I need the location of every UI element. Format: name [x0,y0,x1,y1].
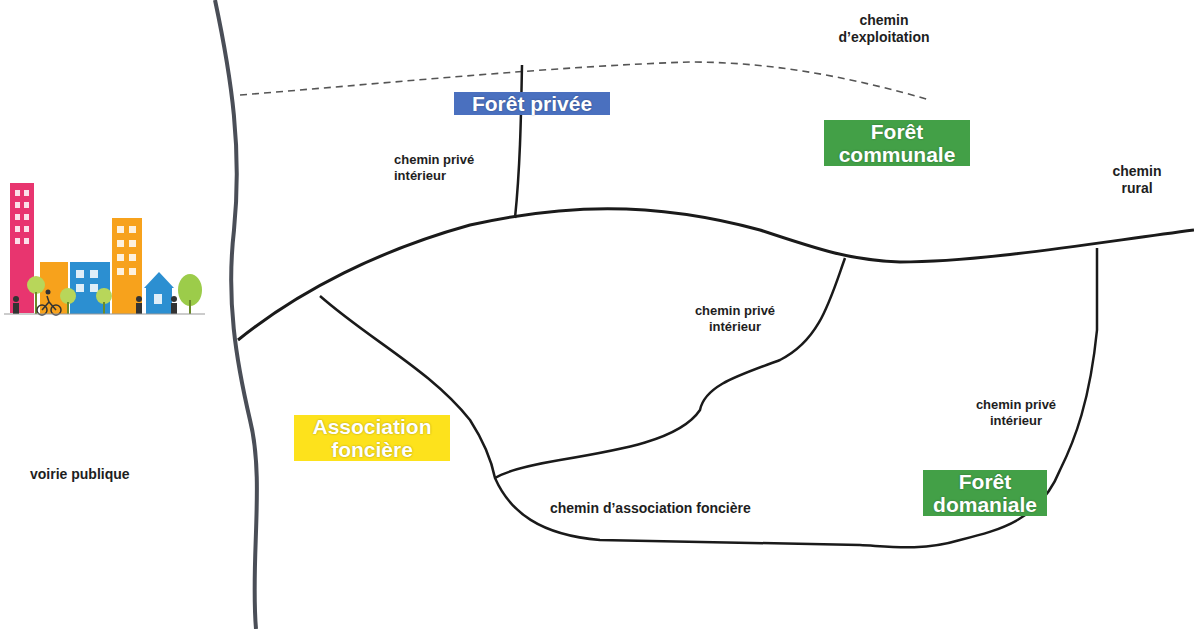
region-name: Forêt communale [824,120,970,166]
region-name: Association foncière [294,415,450,461]
path-label: chemin d’association foncière [548,500,753,517]
path-label: voirie publique [28,466,132,483]
city-illustration [4,183,205,315]
map-region: Forêt domaniale [812,315,1172,629]
path-label: chemin privé intérieur [392,152,496,183]
path-label: chemin rural [1104,163,1170,197]
region-name: Forêt privée [454,92,610,115]
region-outline [445,8,710,228]
path-label: chemin d’exploitation [828,12,940,46]
path-label: chemin privé intérieur [683,303,787,334]
region-name: Forêt domaniale [923,470,1047,516]
map-region: Association foncière [230,255,950,629]
path-label: chemin privé intérieur [962,397,1070,428]
map-region: Forêt privée [445,8,710,228]
